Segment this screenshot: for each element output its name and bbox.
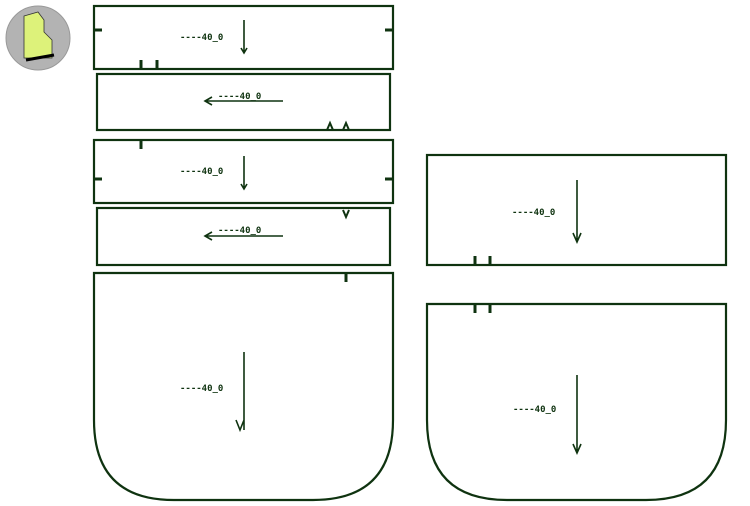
- pattern-piece-2[interactable]: ----40_0: [95, 72, 392, 132]
- piece-label: ----40_0: [512, 208, 555, 218]
- grainline-arrow: [572, 180, 582, 244]
- pattern-piece-6[interactable]: ----40_0: [425, 153, 728, 267]
- piece-label: ----40_0: [513, 405, 556, 415]
- pattern-piece-1[interactable]: ----40_0: [92, 4, 395, 71]
- piece-label: ----40_0: [218, 226, 261, 236]
- piece-label: ----40_0: [180, 33, 223, 43]
- pattern-piece-7[interactable]: ----40_0: [425, 302, 728, 502]
- piece-label: ----40_0: [180, 384, 223, 394]
- grainline-arrow: [235, 352, 245, 433]
- pattern-piece-3[interactable]: ----40_0: [92, 138, 395, 205]
- grainline-arrow: [203, 231, 283, 241]
- grainline-arrow: [572, 375, 582, 455]
- pattern-piece-5[interactable]: ----40_0: [92, 271, 395, 502]
- grainline-arrow: [240, 20, 248, 55]
- piece-label: ----40_0: [218, 92, 261, 102]
- grainline-arrow: [203, 96, 283, 106]
- pattern-piece-logo-icon[interactable]: [5, 5, 71, 71]
- piece-label: ----40_0: [180, 167, 223, 177]
- pattern-piece-4[interactable]: ----40_0: [95, 206, 392, 267]
- grainline-arrow: [240, 156, 248, 191]
